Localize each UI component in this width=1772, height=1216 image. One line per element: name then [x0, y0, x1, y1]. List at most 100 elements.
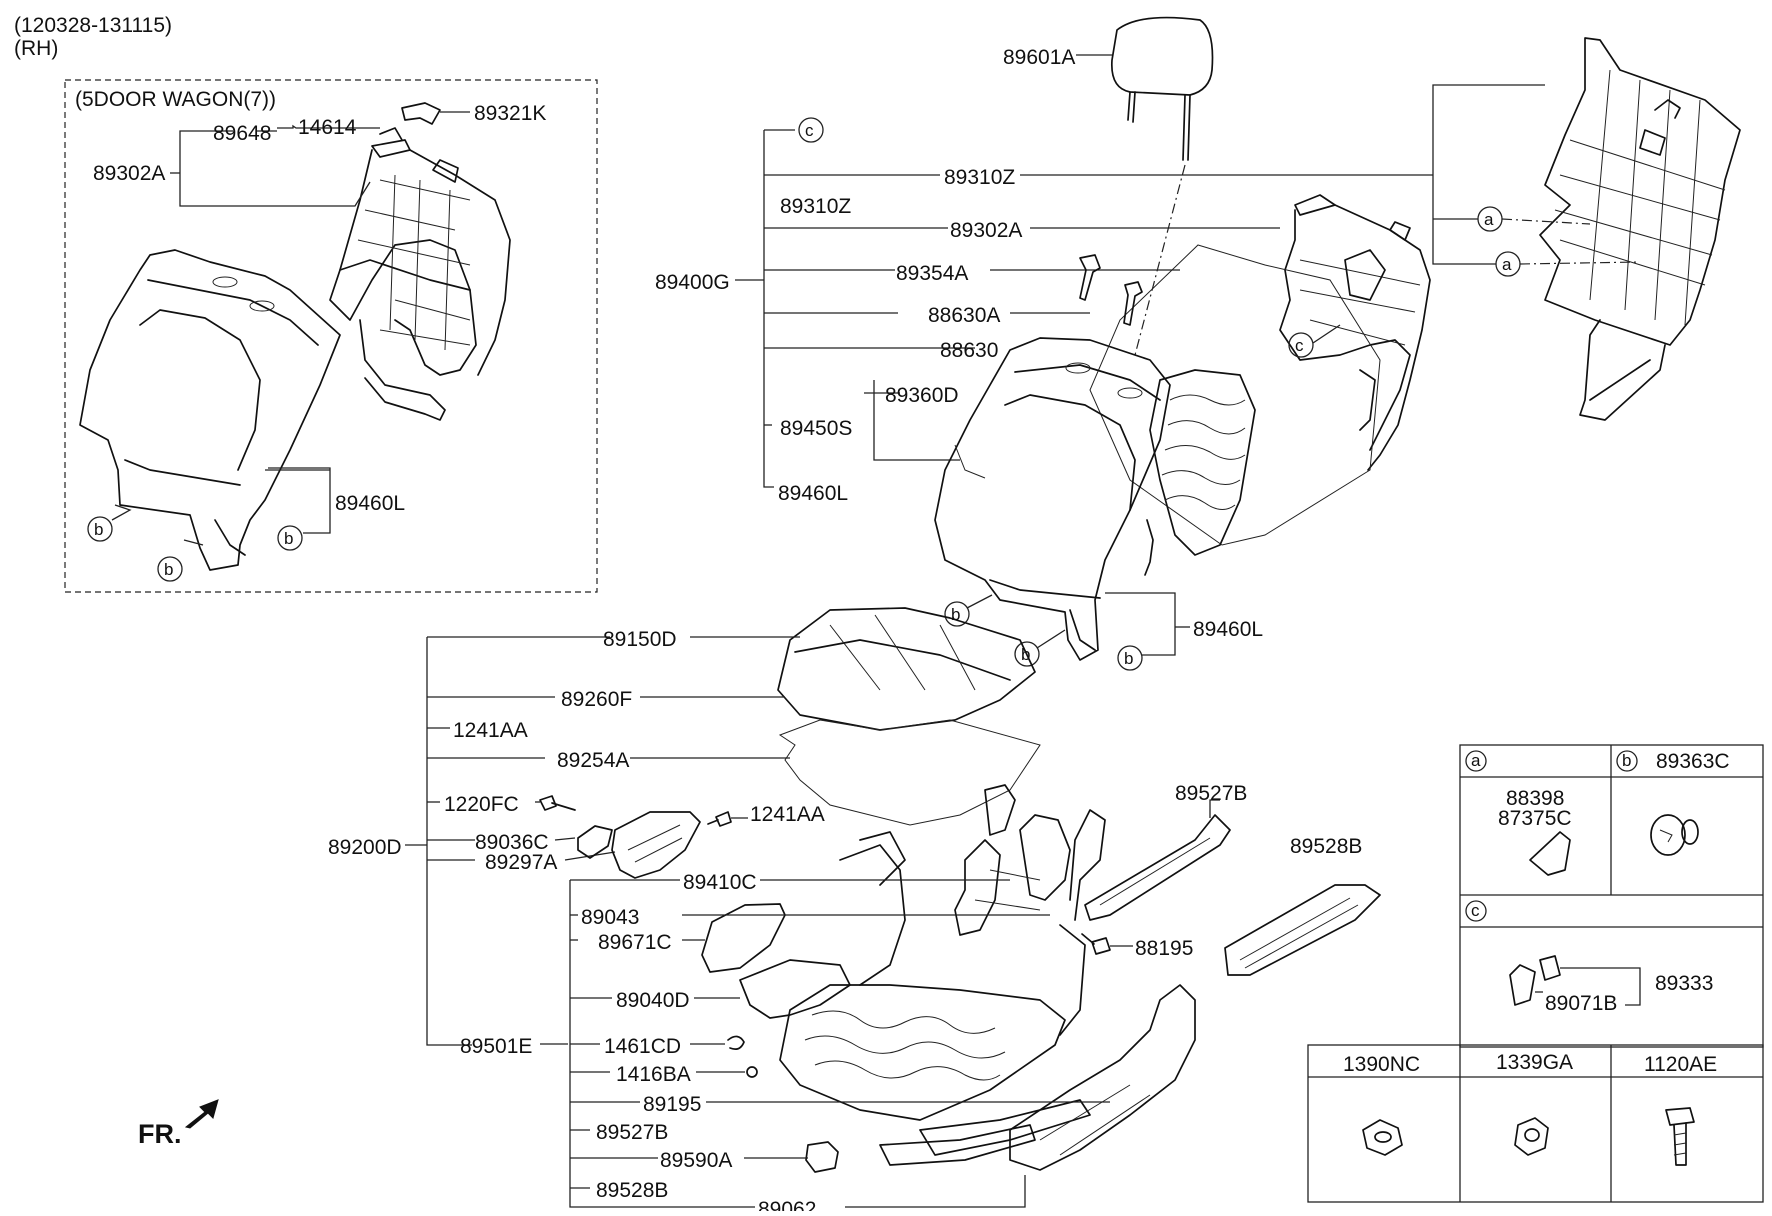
- label-89460L-inset: 89460L: [335, 492, 405, 515]
- inset-border: [64, 79, 598, 593]
- label-89501E: 89501E: [460, 1035, 532, 1058]
- label-89302A-inset: 89302A: [93, 162, 165, 185]
- callout-b-inset-2: b: [157, 556, 183, 582]
- back-frame-drawing: [1279, 194, 1431, 471]
- pin-88630A: [1079, 254, 1101, 301]
- label-89460L-main: 89460L: [1193, 618, 1263, 641]
- inset-title: (5DOOR WAGON(7)): [75, 88, 276, 111]
- legend-a-letter: a: [1471, 751, 1481, 770]
- bracket-89200D: [405, 636, 800, 1046]
- callout-b-inset-3: b: [277, 525, 303, 551]
- legend-a-part2: 87375C: [1498, 807, 1572, 830]
- label-89528B-top: 89528B: [1290, 835, 1362, 858]
- frame-89410C: [859, 831, 906, 886]
- header-side: (RH): [14, 37, 58, 60]
- svg-text:c: c: [1295, 336, 1304, 355]
- back-cable: [1144, 519, 1154, 576]
- side-shield-89040D: [739, 959, 851, 1019]
- label-89354A: 89354A: [896, 262, 968, 285]
- svg-text:b: b: [164, 560, 173, 579]
- callout-a-1: a: [1477, 206, 1503, 232]
- callout-c-frame: c: [1288, 332, 1314, 358]
- side-cover-89671C: [701, 903, 786, 973]
- label-89321K: 89321K: [474, 102, 546, 125]
- svg-text:c: c: [805, 121, 814, 140]
- spring-mat-89360D: [1149, 369, 1256, 556]
- front-label: FR.: [138, 1119, 182, 1149]
- label-89601A: 89601A: [1003, 46, 1075, 69]
- nut-1390nc-drawing: [1362, 1119, 1403, 1156]
- label-89260F: 89260F: [561, 688, 632, 711]
- callout-b-main-3: b: [1117, 645, 1143, 671]
- label-89254A: 89254A: [557, 749, 629, 772]
- rail-cover-89527B: [1084, 814, 1231, 921]
- label-89310Z-sub: 89310Z: [780, 195, 851, 218]
- label-89360D: 89360D: [885, 384, 959, 407]
- seat-frame-drawing: [779, 784, 1106, 1166]
- label-89036C: 89036C: [475, 831, 549, 854]
- label-89410C: 89410C: [683, 871, 757, 894]
- inset-clip-89321k: [401, 102, 441, 125]
- fastener-1: 1390NC: [1343, 1053, 1420, 1076]
- label-89195: 89195: [643, 1093, 701, 1116]
- label-89200D: 89200D: [328, 836, 402, 859]
- rail-cover-89528B: [1224, 884, 1381, 976]
- label-89150D: 89150D: [603, 628, 677, 651]
- legend-a-part1: 88398: [1506, 787, 1564, 810]
- legend-c-switch-drawing: [1509, 964, 1536, 1006]
- legend-b-clip-drawing: [1650, 814, 1699, 856]
- legend-c-letter: c: [1471, 901, 1480, 920]
- legend-a-clip-drawing: [1529, 831, 1571, 876]
- label-89528B-bot: 89528B: [596, 1179, 668, 1202]
- label-89648: 89648: [213, 122, 271, 145]
- clip-89590A: [805, 1141, 839, 1173]
- legend-table: a 88398 87375C b 89363C c 89333 89071B: [1459, 744, 1764, 1048]
- legend-b-letter: b: [1622, 751, 1631, 770]
- inset-back-cover: [79, 249, 341, 571]
- cover-89062: [1009, 984, 1196, 1171]
- bolt-1120ae-drawing: [1665, 1107, 1695, 1166]
- svg-text:b: b: [1021, 645, 1030, 664]
- label-14614: 14614: [298, 116, 357, 139]
- svg-text:a: a: [1484, 210, 1494, 229]
- bracket-89501E: [540, 879, 1110, 1208]
- plug-1416BA: [746, 1066, 758, 1078]
- label-89302A-main: 89302A: [950, 219, 1022, 242]
- inset-frame-drawing: [329, 127, 511, 421]
- label-1416BA: 1416BA: [616, 1063, 691, 1086]
- screw-1241AA: [707, 811, 732, 827]
- label-89590A: 89590A: [660, 1149, 732, 1172]
- back-panel-89354A: [1089, 244, 1381, 546]
- front-direction-indicator: FR.: [138, 1099, 219, 1149]
- label-89043: 89043: [581, 906, 639, 929]
- callout-c-top: c: [798, 117, 824, 143]
- label-1461CD: 1461CD: [604, 1035, 681, 1058]
- callout-b-main-2: b: [1014, 641, 1040, 667]
- svg-text:b: b: [284, 529, 293, 548]
- clip-1461CD: [727, 1035, 745, 1050]
- label-89297A: 89297A: [485, 851, 557, 874]
- svg-text:b: b: [1124, 649, 1133, 668]
- cushion-pad-89254A: [778, 719, 1041, 826]
- fastener-3: 1120AE: [1644, 1053, 1717, 1076]
- rear-panel-drawing: [1539, 37, 1741, 421]
- legend-c-part-main: 89333: [1655, 972, 1713, 995]
- front-arrow-icon: [184, 1099, 219, 1129]
- callout-b-inset-1: b: [87, 516, 113, 542]
- label-89671C: 89671C: [598, 931, 672, 954]
- label-89527B-top: 89527B: [1175, 782, 1247, 805]
- pin-88630: [1123, 281, 1143, 326]
- label-89450S: 89450S: [780, 417, 852, 440]
- svg-text:b: b: [94, 520, 103, 539]
- label-88195: 88195: [1135, 937, 1193, 960]
- inset-wagon: (5DOOR WAGON(7)): [64, 79, 598, 593]
- label-88630: 88630: [940, 339, 998, 362]
- legend-c-part-sub: 89071B: [1545, 992, 1617, 1015]
- back-cover-drawing: [934, 337, 1171, 661]
- legend-b-part: 89363C: [1656, 750, 1730, 773]
- label-89062: 89062: [758, 1198, 816, 1211]
- label-89460L-sub: 89460L: [778, 482, 848, 505]
- bracket-89400G: [735, 129, 1433, 488]
